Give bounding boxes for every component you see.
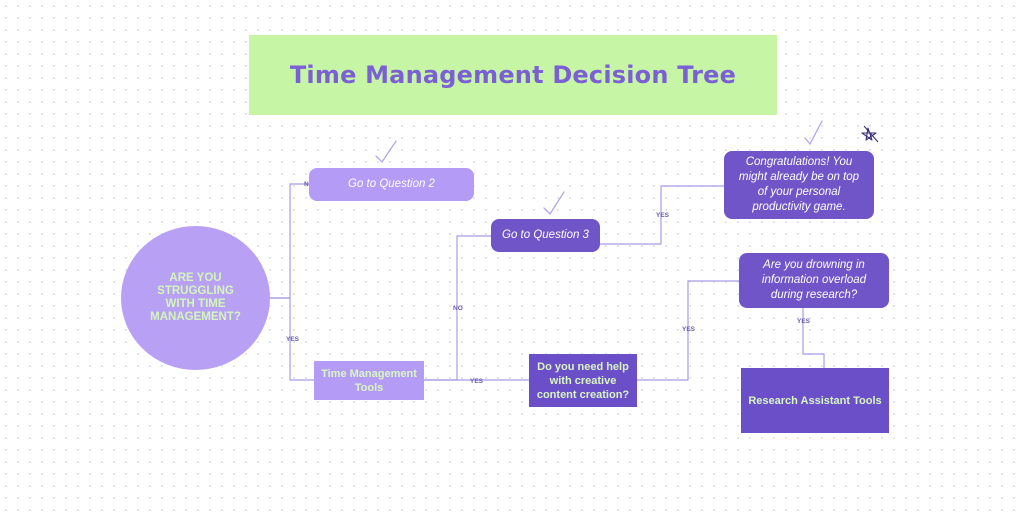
check-icon — [804, 120, 823, 146]
check-icon — [543, 191, 565, 216]
node-information-overload-text: Are you drowning in information overload… — [761, 259, 867, 301]
node-go-to-question-3: Go to Question 3 — [491, 219, 600, 252]
node-congratulations-text: Congratulations! You might already be on… — [738, 156, 860, 213]
edge-creative-to-drowning — [637, 280, 739, 381]
star-doodle-icon — [861, 125, 879, 143]
edge-label-yes-1: YES — [286, 336, 300, 343]
node-go-to-question-2-text: Go to Question 2 — [348, 178, 435, 190]
edge-label-yes-4: YES — [682, 326, 696, 333]
edge-label-yes-5: YES — [797, 318, 811, 325]
node-information-overload: Are you drowning in information overload… — [739, 253, 889, 308]
edge-label-no-2: NO — [453, 305, 463, 312]
node-creative-content: Do you need help with creative content c… — [529, 354, 637, 407]
title-banner: Time Management Decision Tree — [249, 35, 777, 115]
edge-drowning-to-research — [802, 308, 825, 368]
edge-label-yes-3: YES — [656, 212, 670, 219]
node-research-assistant-tools: Research Assistant Tools — [741, 368, 889, 433]
edge-start-to-tools — [270, 297, 314, 381]
node-research-assistant-tools-text: Research Assistant Tools — [748, 394, 882, 407]
node-time-management-tools: Time Management Tools — [314, 361, 424, 400]
node-go-to-question-3-text: Go to Question 3 — [502, 229, 589, 241]
edge-start-to-q2 — [270, 183, 309, 299]
page-title: Time Management Decision Tree — [289, 61, 737, 89]
start-node: ARE YOU STRUGGLING WITH TIME MANAGEMENT? — [121, 226, 270, 370]
node-time-management-tools-text: Time Management Tools — [321, 367, 417, 394]
edge-label-no-1: NO — [304, 181, 314, 188]
node-go-to-question-2: Go to Question 2 — [309, 168, 474, 201]
check-icon — [375, 140, 397, 164]
edge-label-yes-2: YES — [470, 378, 484, 385]
node-congratulations: Congratulations! You might already be on… — [724, 151, 874, 219]
start-node-text: ARE YOU STRUGGLING WITH TIME MANAGEMENT? — [150, 272, 241, 323]
node-creative-content-text: Do you need help with creative content c… — [536, 360, 630, 401]
edge-q3-to-congrats — [600, 185, 724, 245]
